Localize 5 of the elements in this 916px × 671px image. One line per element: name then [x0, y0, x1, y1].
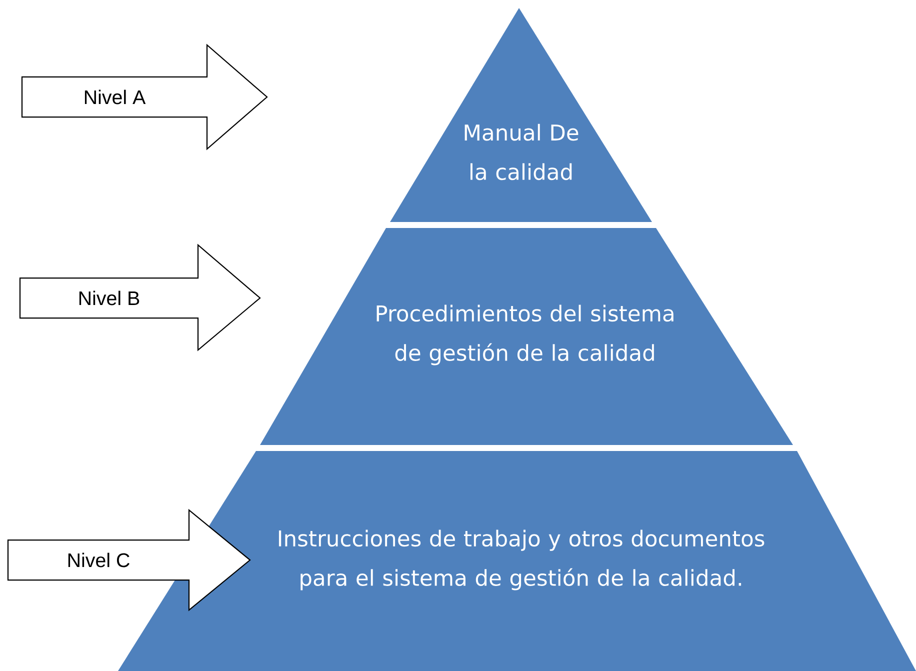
- arrow-box: Nivel C: [7, 508, 251, 612]
- pyramid-tier: Procedimientos del sistema de gestión de la calidad: [260, 228, 794, 445]
- pyramid-tier: Manual De la calidad: [390, 8, 652, 222]
- arrow-box: Nivel A: [21, 44, 268, 150]
- arrow-box: Nivel B: [19, 244, 261, 352]
